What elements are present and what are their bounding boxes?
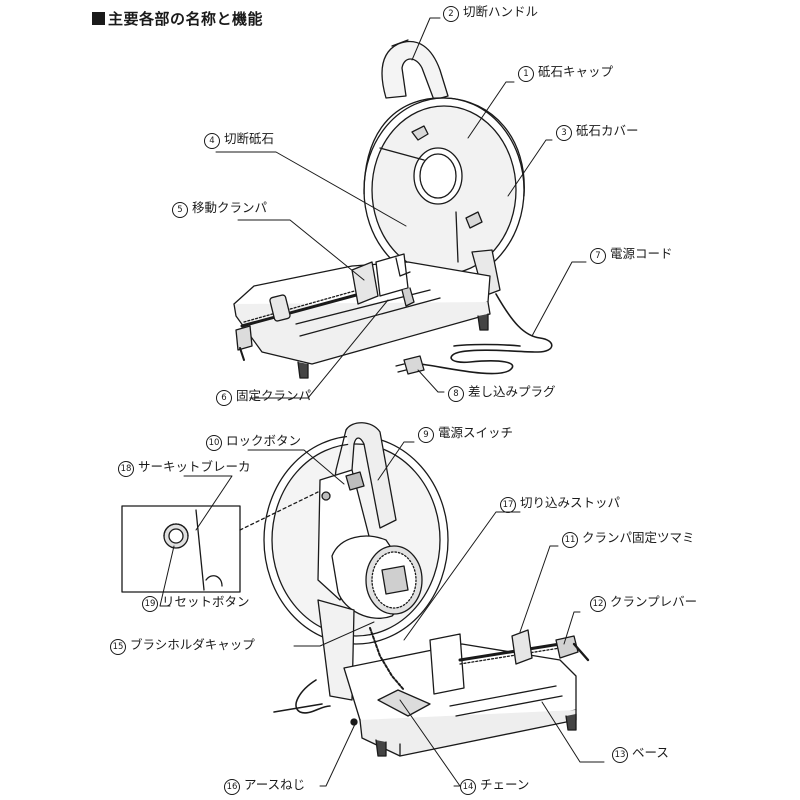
number-13: 13 — [612, 747, 628, 763]
number-8: 8 — [448, 386, 464, 402]
label-circuit-breaker: 18 サーキットブレーカ — [118, 459, 251, 477]
label-text: 固定クランパ — [236, 388, 312, 403]
number-15: 15 — [110, 639, 126, 655]
number-14: 14 — [460, 779, 476, 795]
number-12: 12 — [590, 596, 606, 612]
label-text: 電源コード — [610, 246, 673, 261]
label-fixed-clamp: 6 固定クランパ — [216, 388, 311, 406]
label-text: チェーン — [480, 777, 530, 792]
label-text: 切断砥石 — [224, 131, 275, 146]
section-title: 主要各部の名称と機能 — [92, 8, 263, 29]
number-16: 16 — [224, 779, 240, 795]
top-machine — [233, 39, 553, 379]
number-7: 7 — [590, 248, 606, 264]
label-brush-holder-cap: 15 ブラシホルダキャップ — [110, 637, 255, 655]
label-text: 移動クランパ — [192, 200, 268, 215]
label-text: 切り込みストッパ — [520, 495, 621, 510]
number-11: 11 — [562, 532, 578, 548]
label-text: リセットボタン — [162, 594, 250, 609]
number-19: 19 — [142, 596, 158, 612]
label-text: ブラシホルダキャップ — [130, 637, 255, 652]
label-text: 砥石キャップ — [538, 64, 614, 79]
number-4: 4 — [204, 133, 220, 149]
label-text: 差し込みプラグ — [468, 384, 556, 399]
number-1: 1 — [518, 66, 534, 82]
label-cutting-handle: 2 切断ハンドル — [443, 4, 538, 22]
label-ground-screw: 16 アースねじ — [224, 777, 305, 795]
label-text: ベース — [632, 745, 669, 760]
bottom-machine — [263, 422, 590, 757]
label-wheel-cap: 1 砥石キャップ — [518, 64, 613, 82]
label-clamp-lever: 12 クランプレバー — [590, 594, 697, 612]
label-clamp-knob: 11 クランパ固定ツマミ — [562, 530, 695, 548]
label-reset-button: 19 リセットボタン — [142, 594, 250, 612]
label-base: 13 ベース — [612, 745, 669, 763]
label-text: 電源スイッチ — [438, 425, 514, 440]
label-cut-stopper: 17 切り込みストッパ — [500, 495, 620, 513]
label-plug: 8 差し込みプラグ — [448, 384, 556, 402]
label-moving-clamp: 5 移動クランパ — [172, 200, 267, 218]
label-text: 砥石カバー — [576, 123, 639, 138]
label-text: ロックボタン — [226, 433, 302, 448]
title-text: 主要各部の名称と機能 — [108, 10, 264, 28]
number-10: 10 — [206, 435, 222, 451]
label-text: クランパ固定ツマミ — [582, 530, 695, 545]
number-9: 9 — [418, 427, 434, 443]
label-text: 切断ハンドル — [463, 4, 539, 19]
number-18: 18 — [118, 461, 134, 477]
label-chain: 14 チェーン — [460, 777, 529, 795]
number-6: 6 — [216, 390, 232, 406]
label-text: アースねじ — [244, 777, 306, 792]
label-lock-button: 10 ロックボタン — [206, 433, 301, 451]
square-bullet-icon — [92, 12, 105, 25]
label-text: サーキットブレーカ — [138, 459, 251, 474]
label-power-cord: 7 電源コード — [590, 246, 673, 264]
breaker-detail-inset — [121, 491, 319, 593]
label-power-switch: 9 電源スイッチ — [418, 425, 513, 443]
number-5: 5 — [172, 202, 188, 218]
label-cutting-wheel: 4 切断砥石 — [204, 131, 274, 149]
label-wheel-cover: 3 砥石カバー — [556, 123, 639, 141]
label-text: クランプレバー — [610, 594, 698, 609]
number-3: 3 — [556, 125, 572, 141]
number-2: 2 — [443, 6, 459, 22]
number-17: 17 — [500, 497, 516, 513]
